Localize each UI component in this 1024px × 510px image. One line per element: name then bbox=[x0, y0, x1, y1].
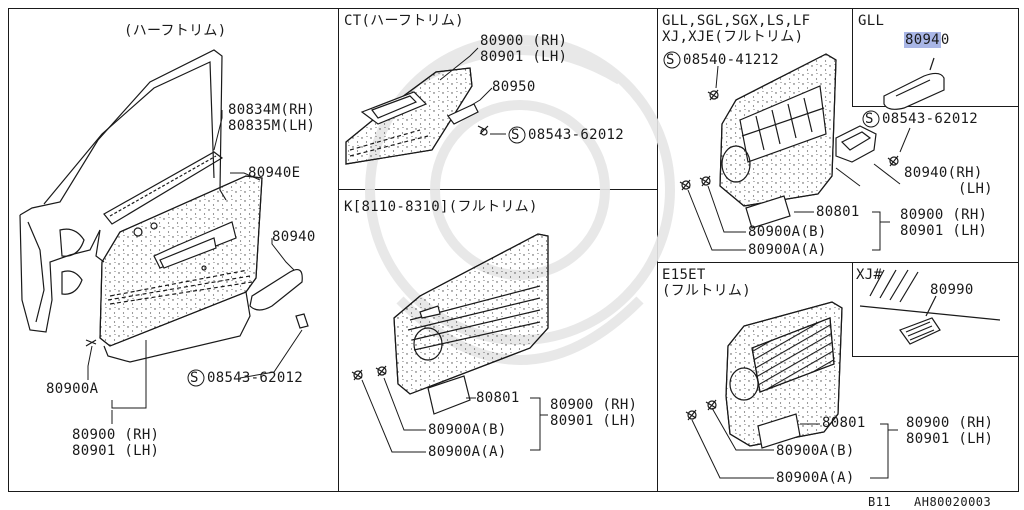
part-number-rest: 0 bbox=[940, 32, 950, 48]
part-label-80900-k[interactable]: 80900 (RH) bbox=[550, 397, 638, 413]
ct-door-illustration bbox=[345, 67, 489, 165]
main-door-illustration bbox=[19, 49, 309, 363]
part-label-80900aa-gll[interactable]: 80900A(A) bbox=[748, 242, 827, 258]
k-door-illustration bbox=[351, 233, 549, 415]
main-leader-lines bbox=[87, 110, 303, 424]
part-label-80900aa-k[interactable]: 80900A(A) bbox=[428, 444, 507, 460]
bolt-s-mark-main: S bbox=[190, 370, 199, 386]
gll-group-leader-lines bbox=[687, 65, 911, 251]
part-label-80900aa-e15et[interactable]: 80900A(A) bbox=[776, 470, 855, 486]
k-panel-title: K[8110-8310](フルトリム) bbox=[344, 199, 538, 215]
xj-inset-illustration bbox=[859, 269, 1001, 345]
xj-inset-title: XJ# bbox=[856, 267, 883, 283]
part-label-80901-gll[interactable]: 80901 (LH) bbox=[900, 223, 988, 239]
ct-leader-lines bbox=[439, 47, 506, 135]
part-label-80834m[interactable]: 80834M(RH) bbox=[228, 102, 316, 118]
part-label-80900-main[interactable]: 80900 (RH) bbox=[72, 427, 160, 443]
e15et-door-illustration bbox=[685, 301, 843, 449]
e15et-title-line1: E15ET bbox=[662, 267, 706, 283]
e15et-title-line2: (フルトリム) bbox=[662, 283, 751, 299]
part-label-80835m[interactable]: 80835M(LH) bbox=[228, 118, 316, 134]
part-label-80801-gll[interactable]: 80801 bbox=[816, 204, 860, 220]
part-label-80940e[interactable]: 80940E bbox=[248, 165, 301, 181]
part-label-80940-gll-inset[interactable]: 80940 bbox=[904, 32, 950, 48]
part-label-80940-rh-gll[interactable]: 80940(RH) bbox=[904, 165, 983, 181]
footer-diagram-id: AH80020003 bbox=[914, 495, 992, 509]
ct-panel-title: CT(ハーフトリム) bbox=[344, 13, 464, 29]
bolt-s-mark-ct: S bbox=[511, 127, 520, 143]
gll-inset-armrest bbox=[883, 57, 945, 110]
bolt-symbols bbox=[187, 51, 880, 387]
highlighted-part-number: 8094 bbox=[904, 32, 941, 48]
bolt-s-mark-gll-2: S bbox=[865, 111, 874, 127]
part-label-80901-e15et[interactable]: 80901 (LH) bbox=[906, 431, 994, 447]
part-label-80900a-main[interactable]: 80900A bbox=[46, 381, 99, 397]
footer-page-code: B11 bbox=[868, 495, 892, 509]
part-label-80901-k[interactable]: 80901 (LH) bbox=[550, 413, 638, 429]
part-label-80900-ct[interactable]: 80900 (RH) bbox=[480, 33, 568, 49]
part-label-80940-lh-gll[interactable]: (LH) bbox=[958, 181, 993, 197]
part-label-80900ab-k[interactable]: 80900A(B) bbox=[428, 422, 507, 438]
k-leader-lines bbox=[361, 377, 548, 453]
part-label-80900ab-gll[interactable]: 80900A(B) bbox=[748, 224, 827, 240]
part-label-08543-main[interactable]: 08543-62012 bbox=[207, 370, 304, 386]
e15et-leader-lines bbox=[691, 407, 898, 479]
part-label-80901-main[interactable]: 80901 (LH) bbox=[72, 443, 160, 459]
gll-group-door-illustration bbox=[679, 53, 899, 229]
part-label-80900-gll[interactable]: 80900 (RH) bbox=[900, 207, 988, 223]
part-label-80950[interactable]: 80950 bbox=[492, 79, 536, 95]
gll-group-title-line2: XJ,XJE(フルトリム) bbox=[662, 29, 804, 45]
main-panel-title: (ハーフトリム) bbox=[124, 23, 227, 39]
part-label-80900ab-e15et[interactable]: 80900A(B) bbox=[776, 443, 855, 459]
gll-inset-title: GLL bbox=[858, 13, 885, 29]
part-label-80900-e15et[interactable]: 80900 (RH) bbox=[906, 415, 994, 431]
panel-borders bbox=[8, 8, 1019, 492]
part-label-08543-gll[interactable]: 08543-62012 bbox=[882, 111, 979, 127]
gll-group-title-line1: GLL,SGL,SGX,LS,LF bbox=[662, 13, 811, 29]
part-label-80990[interactable]: 80990 bbox=[930, 282, 974, 298]
part-label-80940[interactable]: 80940 bbox=[272, 229, 316, 245]
part-label-80901-ct[interactable]: 80901 (LH) bbox=[480, 49, 568, 65]
part-label-08543-ct[interactable]: 08543-62012 bbox=[528, 127, 625, 143]
part-label-80801-k[interactable]: 80801 bbox=[476, 390, 520, 406]
part-label-80801-e15et[interactable]: 80801 bbox=[822, 415, 866, 431]
part-label-08540[interactable]: 08540-41212 bbox=[683, 52, 780, 68]
bolt-s-mark-gll-1: S bbox=[666, 52, 675, 68]
